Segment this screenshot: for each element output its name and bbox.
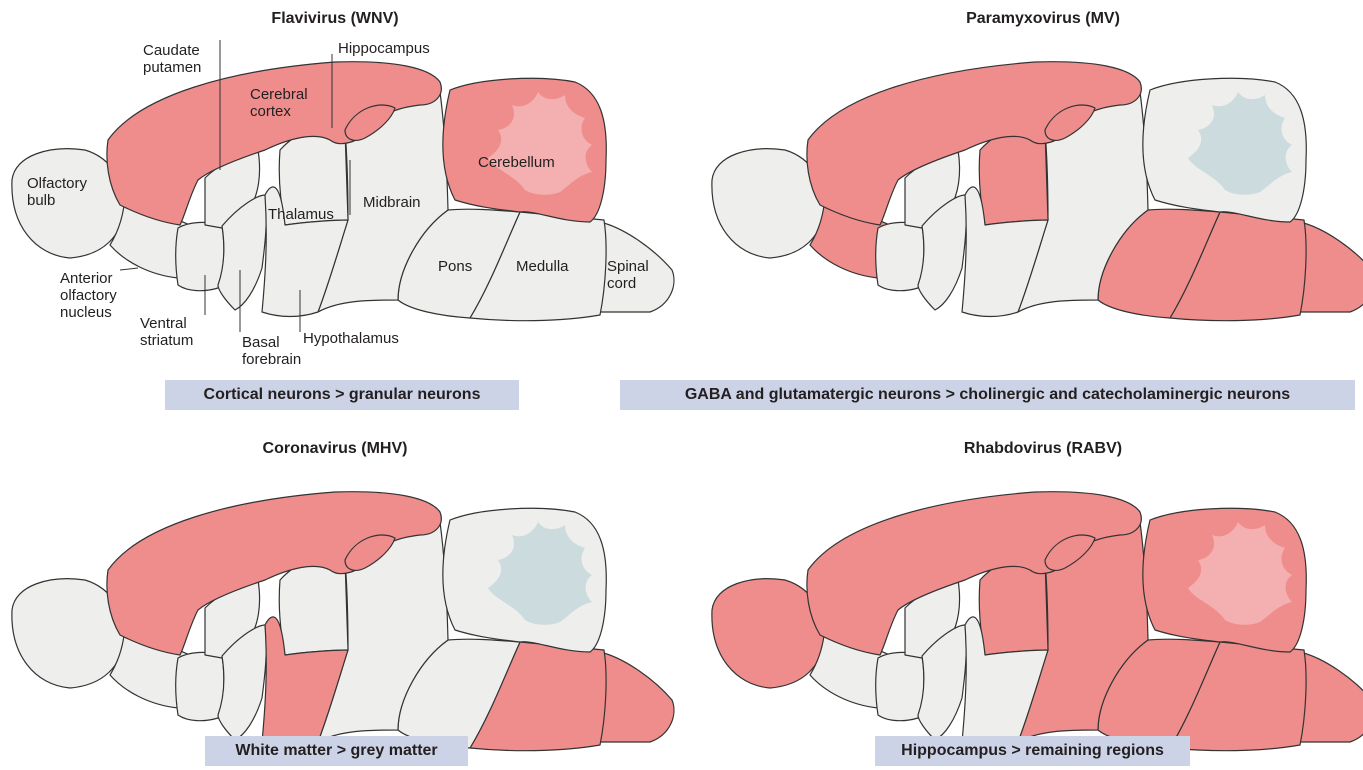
label-pons: Pons [438, 258, 472, 275]
panel-rhabdovirus: Rhabdovirus (RABV) Hippocampus > remaini… [700, 430, 1363, 768]
label-basal-forebrain: Basal forebrain [242, 334, 301, 368]
label-hypothalamus: Hypothalamus [303, 330, 399, 347]
label-caudate-putamen: Caudate putamen [143, 42, 201, 76]
label-cerebellum: Cerebellum [478, 154, 555, 171]
brain-diagram [700, 0, 1363, 340]
region-spinal-cord [1298, 652, 1363, 742]
region-ventral-striatum [176, 222, 224, 290]
label-spinal-cord: Spinal cord [607, 258, 649, 292]
label-midbrain: Midbrain [363, 194, 421, 211]
panel-caption: White matter > grey matter [205, 736, 468, 766]
panel-caption: Hippocampus > remaining regions [875, 736, 1190, 766]
label-hippocampus: Hippocampus [338, 40, 430, 57]
panel-paramyxovirus: Paramyxovirus (MV) GABA and glutamatergi… [700, 0, 1363, 410]
region-ventral-striatum [876, 652, 924, 720]
panel-caption: Cortical neurons > granular neurons [165, 380, 519, 410]
panel-caption: GABA and glutamatergic neurons > choline… [620, 380, 1355, 410]
label-thalamus: Thalamus [268, 206, 334, 223]
label-anterior-olfactory-nucleus: Anterior olfactory nucleus [60, 270, 117, 321]
label-medulla: Medulla [516, 258, 569, 275]
brain-diagram [0, 430, 680, 770]
leader-line [120, 268, 138, 270]
brain-diagram [700, 430, 1363, 770]
region-ventral-striatum [876, 222, 924, 290]
region-spinal-cord [598, 652, 674, 742]
label-cerebral-cortex: Cerebral cortex [250, 86, 308, 120]
label-olfactory-bulb: Olfactory bulb [27, 175, 87, 209]
panel-flavivirus: Flavivirus (WNV) Olfactory bulb Anterior… [0, 0, 680, 410]
label-ventral-striatum: Ventral striatum [140, 315, 193, 349]
region-spinal-cord [1298, 222, 1363, 312]
region-ventral-striatum [176, 652, 224, 720]
panel-coronavirus: Coronavirus (MHV) White matter > grey ma… [0, 430, 680, 768]
